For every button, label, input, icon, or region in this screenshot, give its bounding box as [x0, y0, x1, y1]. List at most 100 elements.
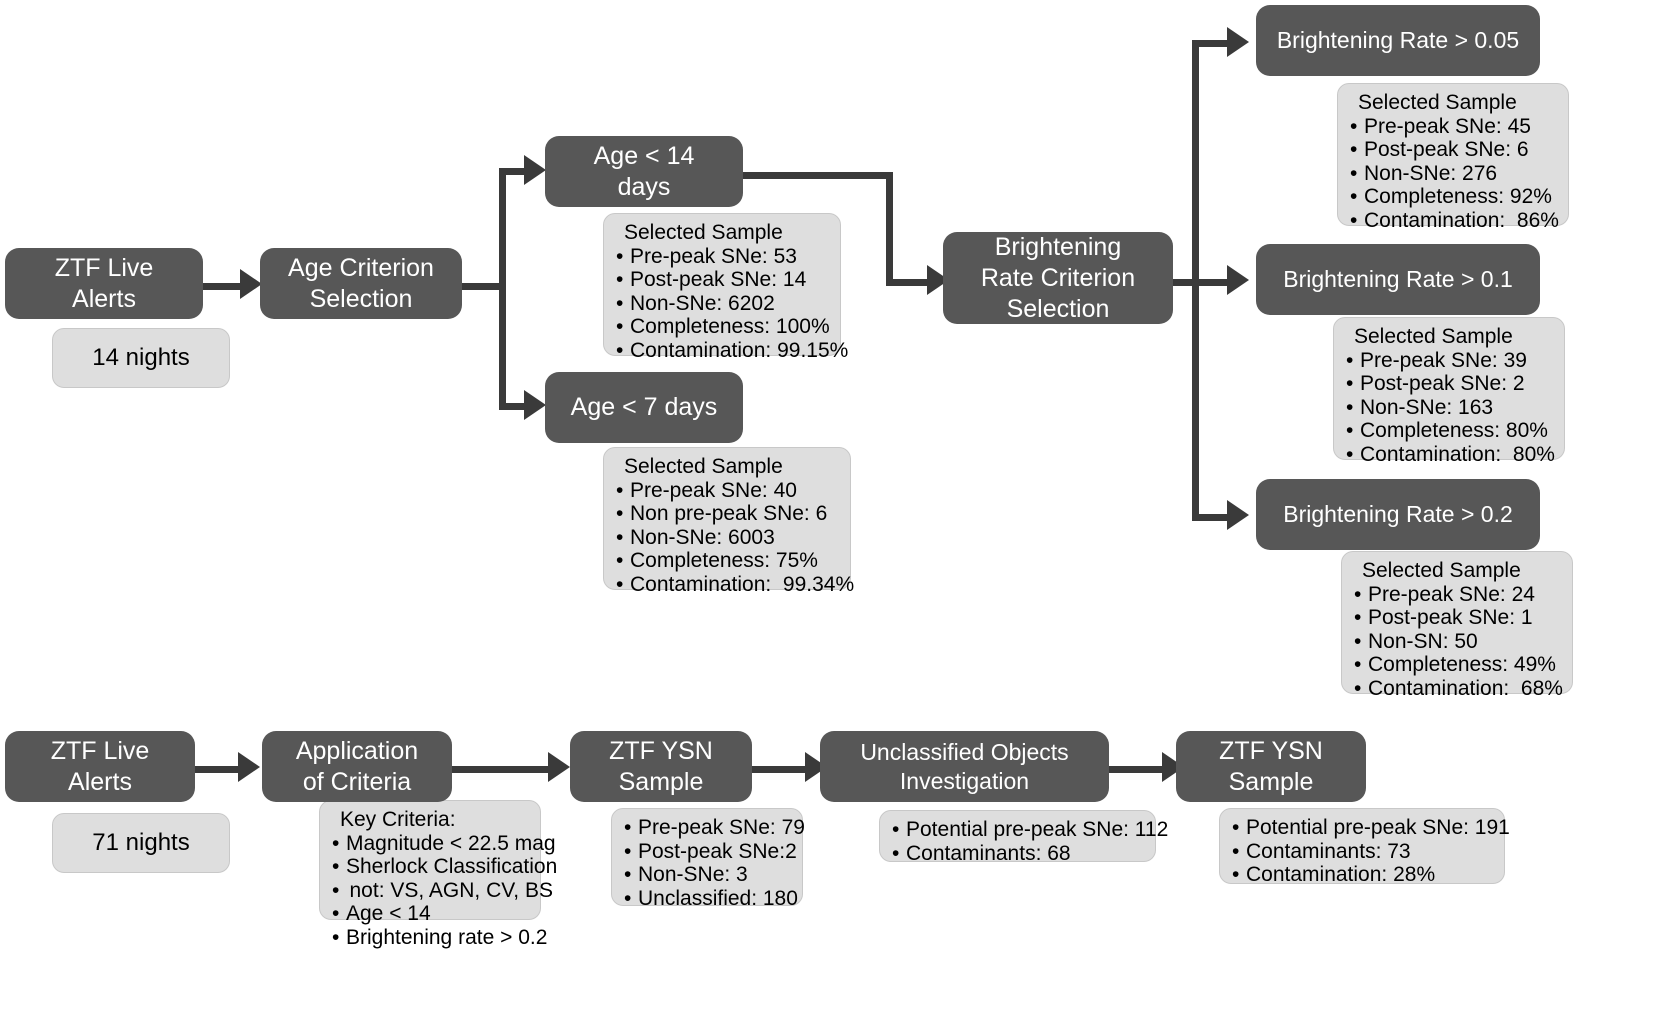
node-ztf-ysn-sample-2[interactable]: ZTF YSN Sample: [1176, 731, 1366, 802]
connector-b-start-to-application: [195, 766, 245, 773]
node-age-lt-7-days[interactable]: Age < 7 days: [545, 372, 743, 443]
note-list: Pre-peak SNe: 79 Post-peak SNe:2 Non-SNe…: [624, 816, 805, 911]
list-item: Completeness: 80%: [1346, 419, 1552, 443]
list-item: Non pre-peak SNe: 6: [616, 502, 838, 526]
list-item: not: VS, AGN, CV, BS: [332, 879, 553, 903]
node-brightening-rate-gt-02[interactable]: Brightening Rate > 0.2: [1256, 479, 1540, 550]
note-header: Selected Sample: [624, 455, 783, 478]
list-item: Contamination: 99.34%: [616, 573, 854, 597]
list-item: Pre-peak SNe: 39: [1346, 349, 1552, 373]
list-item: Contaminants: 73: [1232, 840, 1492, 864]
connector-to-rate01: [1192, 279, 1234, 286]
node-age-criterion-selection[interactable]: Age Criterion Selection: [260, 248, 462, 319]
arrowhead-rate01: [1227, 265, 1249, 295]
list-item: Non-SN: 50: [1354, 630, 1560, 654]
node-application-of-criteria[interactable]: Application of Criteria: [262, 731, 452, 802]
list-item: Completeness: 92%: [1350, 185, 1556, 209]
connector-application-to-ysn1: [449, 766, 557, 773]
note-ysn-sample-2: Potential pre-peak SNe: 191 Contaminants…: [1219, 808, 1510, 887]
arrowhead-ysn-sample-1: [548, 752, 570, 782]
node-unclassified-objects-investigation[interactable]: Unclassified Objects Investigation: [820, 731, 1109, 802]
note-list: Pre-peak SNe: 45 Post-peak SNe: 6 Non-SN…: [1350, 115, 1559, 233]
list-item: Pre-peak SNe: 45: [1350, 115, 1556, 139]
note-header: Selected Sample: [1362, 559, 1521, 582]
list-item: Non-SNe: 6003: [616, 526, 838, 550]
list-item: Magnitude < 22.5 mag: [332, 832, 556, 856]
connector-to-rate005: [1192, 40, 1234, 47]
list-item: Non-SNe: 3: [624, 863, 790, 887]
connector-start-to-age: [203, 283, 243, 290]
note-list: Magnitude < 22.5 mag Sherlock Classifica…: [332, 832, 557, 950]
arrowhead-rate02: [1227, 500, 1249, 530]
node-brightening-rate-criterion-selection[interactable]: Brightening Rate Criterion Selection: [943, 232, 1173, 324]
note-age7-selected-sample: Selected Sample Pre-peak SNe: 40 Non pre…: [603, 447, 854, 596]
connector-to-rate02: [1192, 514, 1234, 521]
list-item: Post-peak SNe: 1: [1354, 606, 1560, 630]
list-item: Completeness: 49%: [1354, 653, 1560, 677]
note-header: Selected Sample: [624, 221, 783, 244]
list-item: Contamination: 68%: [1354, 677, 1563, 701]
list-item: Contaminants: 68: [892, 842, 1143, 866]
list-item: Completeness: 100%: [616, 315, 830, 339]
list-item: Non-SNe: 163: [1346, 396, 1552, 420]
list-item: Brightening rate > 0.2: [332, 926, 547, 950]
note-list: Potential pre-peak SNe: 112 Contaminants…: [892, 818, 1168, 866]
connector-age14-to-brightening-h1: [743, 172, 893, 179]
list-item: Post-peak SNe: 6: [1350, 138, 1556, 162]
arrowhead-application: [238, 752, 260, 782]
note-header: Selected Sample: [1358, 91, 1517, 114]
note-ysn-sample-1: Pre-peak SNe: 79 Post-peak SNe:2 Non-SNe…: [611, 808, 805, 910]
note-header: Selected Sample: [1354, 325, 1513, 348]
list-item: Completeness: 75%: [616, 549, 838, 573]
list-item: Unclassified: 180: [624, 887, 798, 911]
note-rate02-selected-sample: Selected Sample Pre-peak SNe: 24 Post-pe…: [1341, 551, 1573, 700]
note-rate005-selected-sample: Selected Sample Pre-peak SNe: 45 Post-pe…: [1337, 83, 1569, 232]
list-item: Age < 14: [332, 902, 528, 926]
list-item: Post-peak SNe:2: [624, 840, 797, 864]
note-list: Pre-peak SNe: 53 Post-peak SNe: 14 Non-S…: [616, 245, 848, 363]
note-key-criteria: Key Criteria: Magnitude < 22.5 mag Sherl…: [319, 800, 557, 949]
list-item: Pre-peak SNe: 79: [624, 816, 805, 840]
connector-age14-to-brightening-v: [886, 172, 893, 282]
node-ztf-live-alerts-top[interactable]: ZTF Live Alerts: [5, 248, 203, 319]
node-brightening-rate-gt-005[interactable]: Brightening Rate > 0.05: [1256, 5, 1540, 76]
note-header: Key Criteria:: [340, 808, 456, 831]
list-item: Post-peak SNe: 14: [616, 268, 828, 292]
connector-unclassified-to-ysn2: [1109, 766, 1171, 773]
list-item: Contamination: 80%: [1346, 443, 1555, 467]
list-item: Sherlock Classification: [332, 855, 557, 879]
note-unclassified: Potential pre-peak SNe: 112 Contaminants…: [879, 810, 1168, 866]
node-brightening-rate-gt-01[interactable]: Brightening Rate > 0.1: [1256, 244, 1540, 315]
note-list: Pre-peak SNe: 24 Post-peak SNe: 1 Non-SN…: [1354, 583, 1563, 701]
list-item: Potential pre-peak SNe: 112: [892, 818, 1168, 842]
note-71-nights: 71 nights: [52, 813, 230, 873]
connector-age-to-age14: [499, 168, 531, 175]
connector-age14-to-brightening-h2: [886, 279, 933, 286]
list-item: Contamination: 86%: [1350, 209, 1559, 233]
arrowhead-age7: [524, 390, 546, 420]
arrowhead-age14: [524, 155, 546, 185]
node-ztf-live-alerts-bottom[interactable]: ZTF Live Alerts: [5, 731, 195, 802]
list-item: Post-peak SNe: 2: [1346, 372, 1552, 396]
node-age-lt-14-days[interactable]: Age < 14 days: [545, 136, 743, 207]
list-item: Non-SNe: 6202: [616, 292, 828, 316]
list-item: Contamination: 99.15%: [616, 339, 848, 363]
connector-ysn1-to-unclassified: [752, 766, 814, 773]
note-14-nights: 14 nights: [52, 328, 230, 388]
note-list: Pre-peak SNe: 40 Non pre-peak SNe: 6 Non…: [616, 479, 854, 597]
list-item: Pre-peak SNe: 53: [616, 245, 828, 269]
connector-age-to-age7: [499, 403, 531, 410]
list-item: Potential pre-peak SNe: 191: [1232, 816, 1510, 840]
note-list: Potential pre-peak SNe: 191 Contaminants…: [1232, 816, 1510, 887]
connector-age-out: [461, 283, 506, 290]
list-item: Contamination: 28%: [1232, 863, 1492, 887]
list-item: Pre-peak SNe: 40: [616, 479, 838, 503]
arrowhead-rate005: [1227, 27, 1249, 57]
node-ztf-ysn-sample-1[interactable]: ZTF YSN Sample: [570, 731, 752, 802]
note-age14-selected-sample: Selected Sample Pre-peak SNe: 53 Post-pe…: [603, 213, 848, 362]
list-item: Non-SNe: 276: [1350, 162, 1556, 186]
note-list: Pre-peak SNe: 39 Post-peak SNe: 2 Non-SN…: [1346, 349, 1555, 467]
arrowhead-age-criterion: [240, 269, 262, 299]
list-item: Pre-peak SNe: 24: [1354, 583, 1560, 607]
